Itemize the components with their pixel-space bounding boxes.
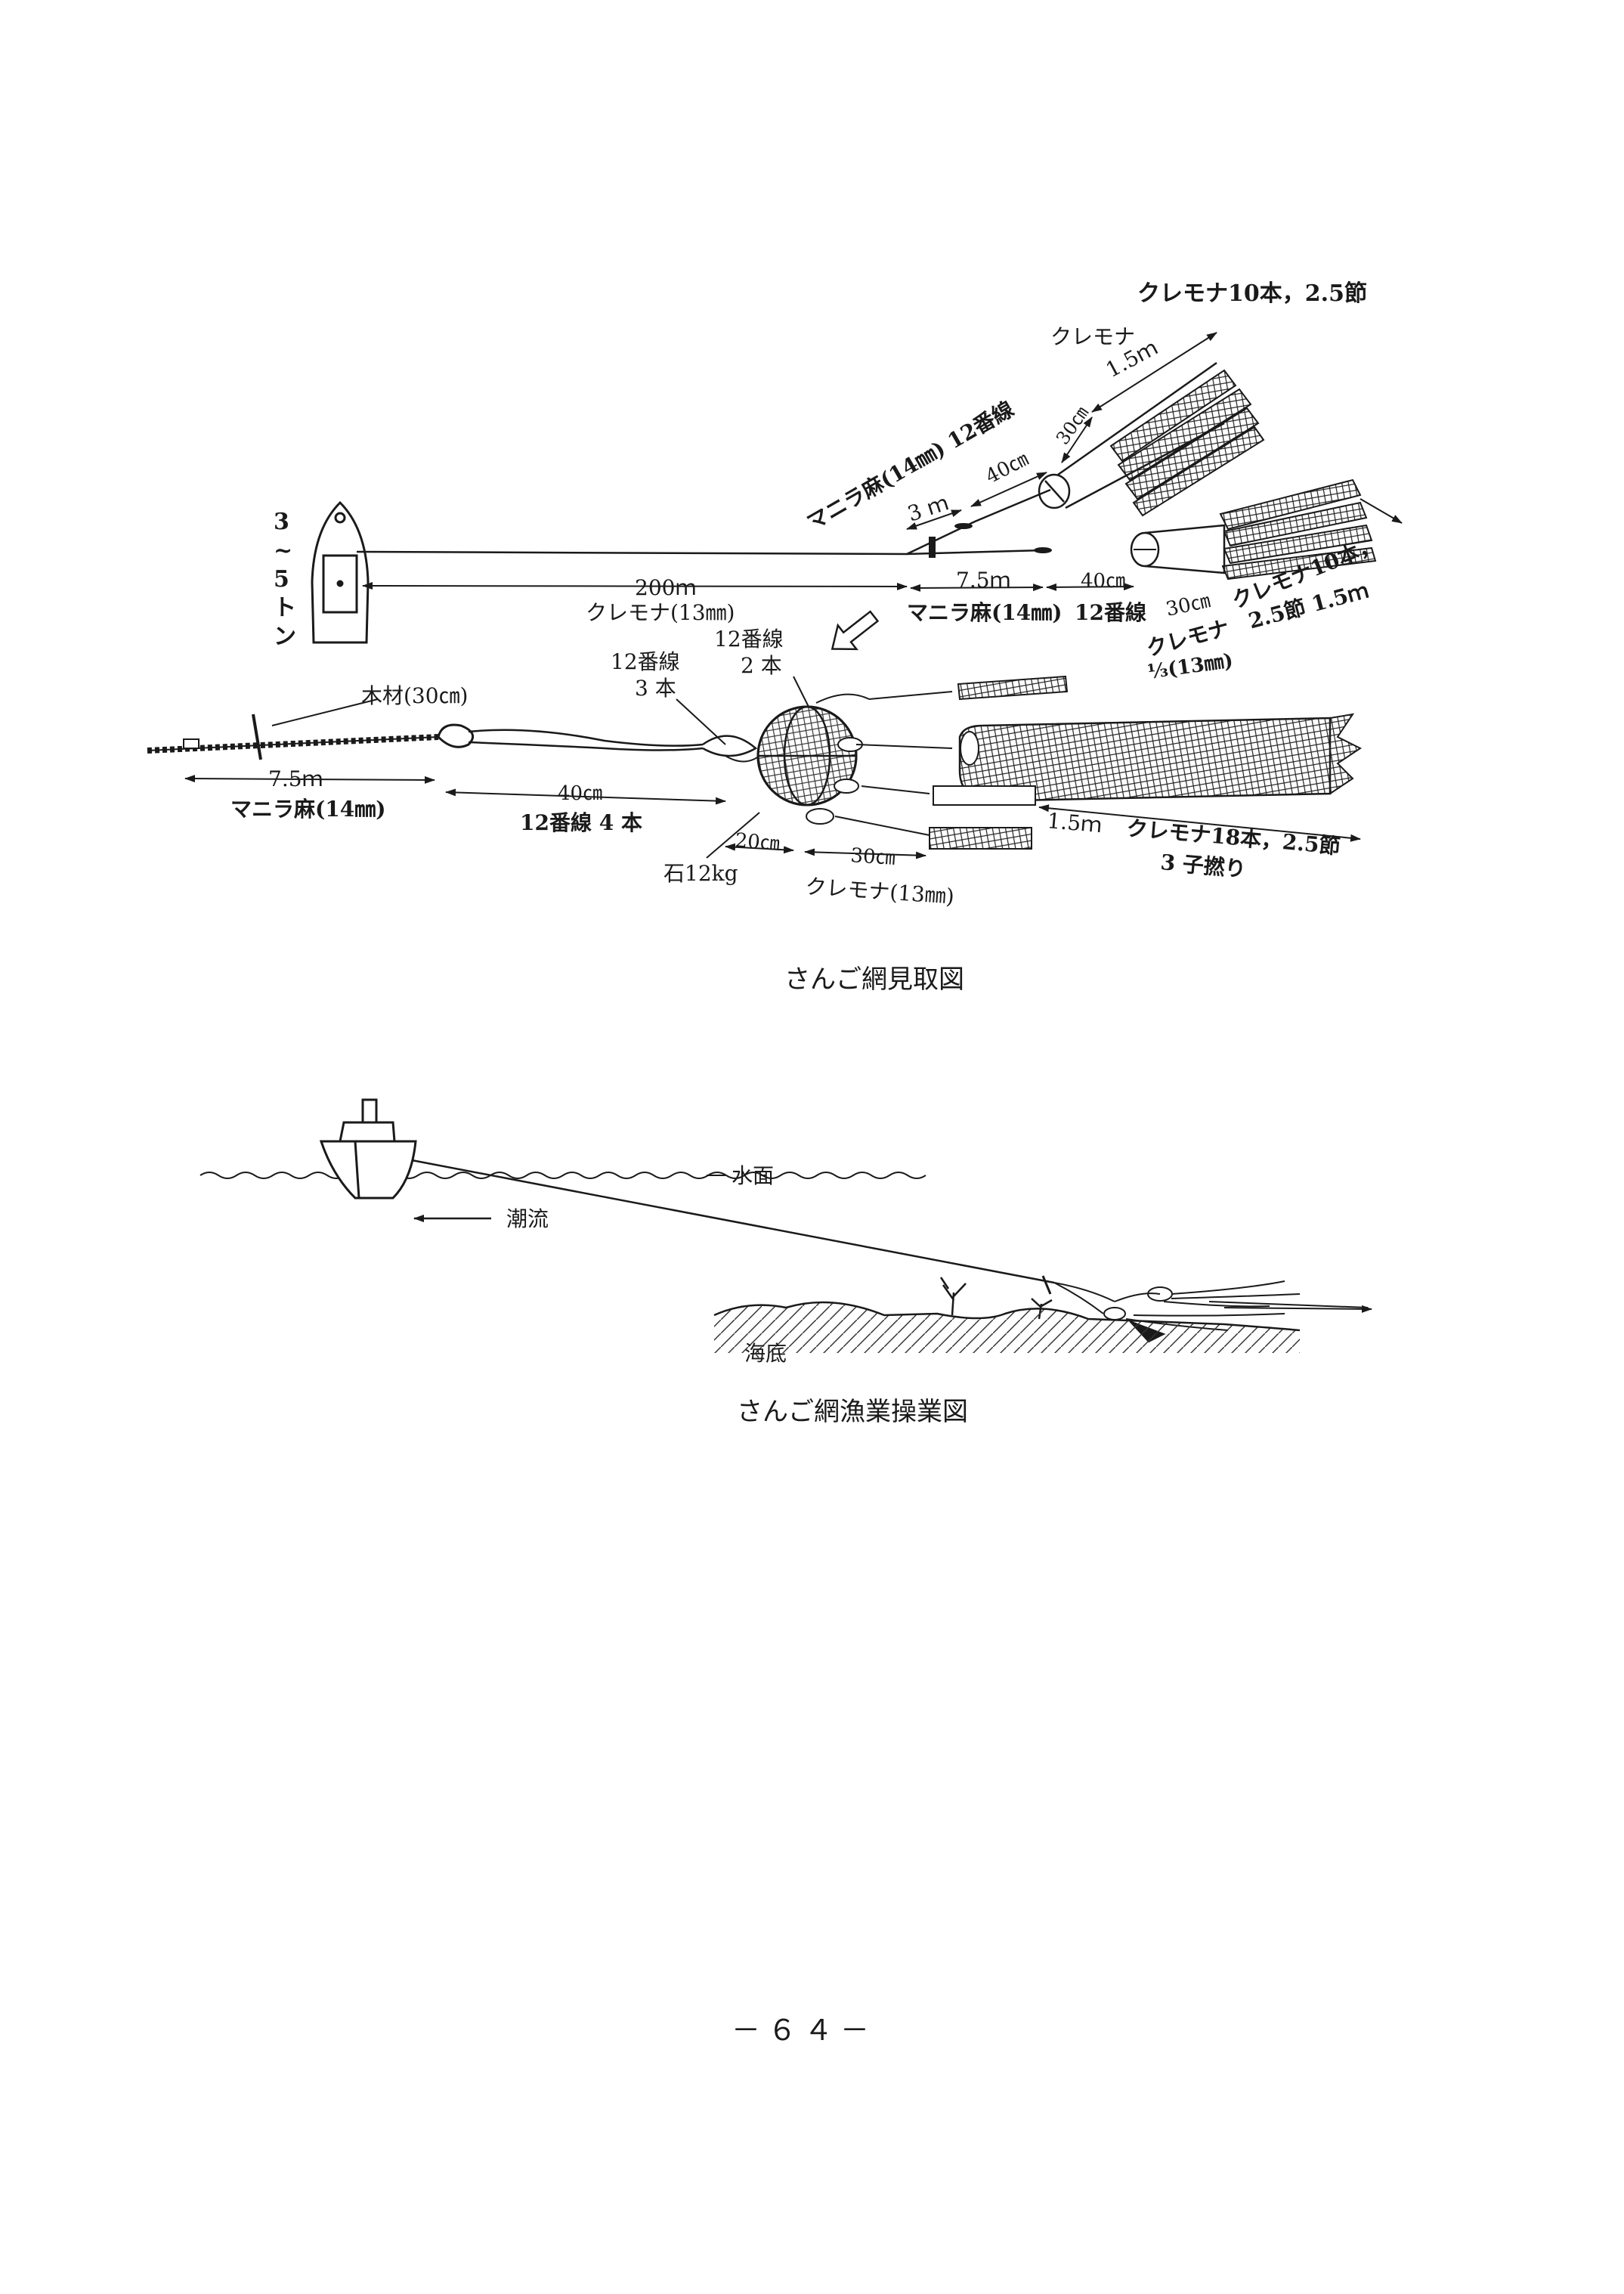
upper-fringe-nets [1109, 369, 1265, 517]
label-7-5m-lower: 7.5ｍ [268, 766, 323, 791]
figure-2-operation: 水面 潮流 [200, 1098, 1372, 1366]
label-7-5m-upper: 7.5ｍ [956, 568, 1011, 593]
rope-joint [954, 523, 973, 529]
dim-1-5m-lower [1038, 804, 1361, 842]
label-12ban-3hon-leader [676, 698, 726, 745]
stone-leader [706, 812, 760, 859]
detail-pointer-arrow [831, 610, 880, 651]
label-kuremona-13mm-lower: クレモナ(13㎜) [805, 874, 955, 909]
label-30cm-lower: 30㎝ [850, 844, 896, 870]
lower-right-net [1130, 478, 1403, 580]
rope-joint [1034, 547, 1052, 553]
dim-3m [906, 509, 962, 530]
fishing-boat [319, 1098, 417, 1200]
net-direction-arrow [1223, 1305, 1372, 1313]
figure-1-caption: さんご網見取図 [784, 964, 964, 995]
label-kuremona-18: クレモナ18本，2.5節 [1125, 816, 1341, 859]
label-12ban-3hon-b: 3 本 [635, 676, 676, 701]
label-water-surface: 水面 [732, 1163, 774, 1188]
dim-7-5m-upper [910, 584, 1044, 592]
dim-30cm-lower [804, 848, 926, 859]
label-40cm-lower: 40㎝ [558, 782, 602, 805]
label-3m: 3 ｍ [905, 490, 951, 526]
figure-2-caption: さんご網漁業操業図 [737, 1397, 968, 1427]
label-12ban-4hon: 12番線 4 本 [520, 810, 642, 835]
mokuzai-leader [271, 698, 379, 726]
tow-line [411, 1159, 1055, 1284]
label-12ban-3hon-a: 12番線 [611, 649, 680, 674]
dim-1-5m-top [1091, 332, 1217, 413]
dim-30cm-top [1061, 416, 1093, 463]
label-12ban-upper: 12番線 [1075, 600, 1146, 625]
detail-rope [147, 714, 760, 763]
label-200m: 200ｍ [635, 575, 696, 600]
label-sanko-yori: 3 子撚り [1159, 850, 1247, 882]
label-12ban-2hon-b: 2 本 [741, 653, 782, 678]
dim-40cm-lower [445, 788, 726, 805]
page-number: －６４－ [732, 2014, 877, 2047]
label-kuremona-10-top: クレモナ10本，2.5節 [1137, 280, 1367, 307]
label-20cm: 20㎝ [734, 829, 780, 856]
label-12ban-2hon-leader [793, 676, 809, 707]
label-manila-14mm-upper: マニラ麻(14㎜) [907, 600, 1062, 625]
dim-200m [362, 582, 908, 590]
detail-nets [834, 675, 1362, 850]
label-40cm-upper: 40㎝ [1081, 570, 1125, 593]
dim-7-5m-lower [184, 775, 435, 784]
boat-tonnage-label: 3 ~ 5 ト ン [274, 509, 304, 650]
label-manila-14mm-lower: マニラ麻(14㎜) [230, 797, 385, 822]
dim-20cm [725, 843, 794, 854]
wood-float-marker [929, 537, 936, 558]
boat-top-view [311, 500, 370, 644]
label-12ban-2hon-a: 12番線 [714, 627, 784, 652]
water-surface-line [200, 1172, 926, 1179]
label-mokuzai-30cm: 木材(30㎝) [361, 683, 468, 708]
label-kuremona-top: クレモナ [1050, 324, 1135, 349]
label-stone-12kg: 石12kg [664, 861, 738, 886]
label-1-5m-lower: 1.5ｍ [1046, 808, 1103, 837]
net-frame-ball [756, 693, 870, 825]
label-seabed: 海底 [744, 1341, 787, 1366]
label-current: 潮流 [506, 1206, 549, 1231]
label-30cm-right: 30㎝ [1164, 590, 1212, 621]
main-tow-line [356, 549, 1044, 556]
figure-1-sketch: 3 ~ 5 ト ン 200ｍ クレモナ(13㎜) 7.5ｍ 40㎝ マニラ麻(1… [147, 280, 1403, 909]
seabed-surface [714, 1302, 1300, 1353]
label-kuremona-13mm-upper: クレモナ(13㎜) [586, 600, 735, 625]
dim-40cm-top [970, 472, 1047, 507]
